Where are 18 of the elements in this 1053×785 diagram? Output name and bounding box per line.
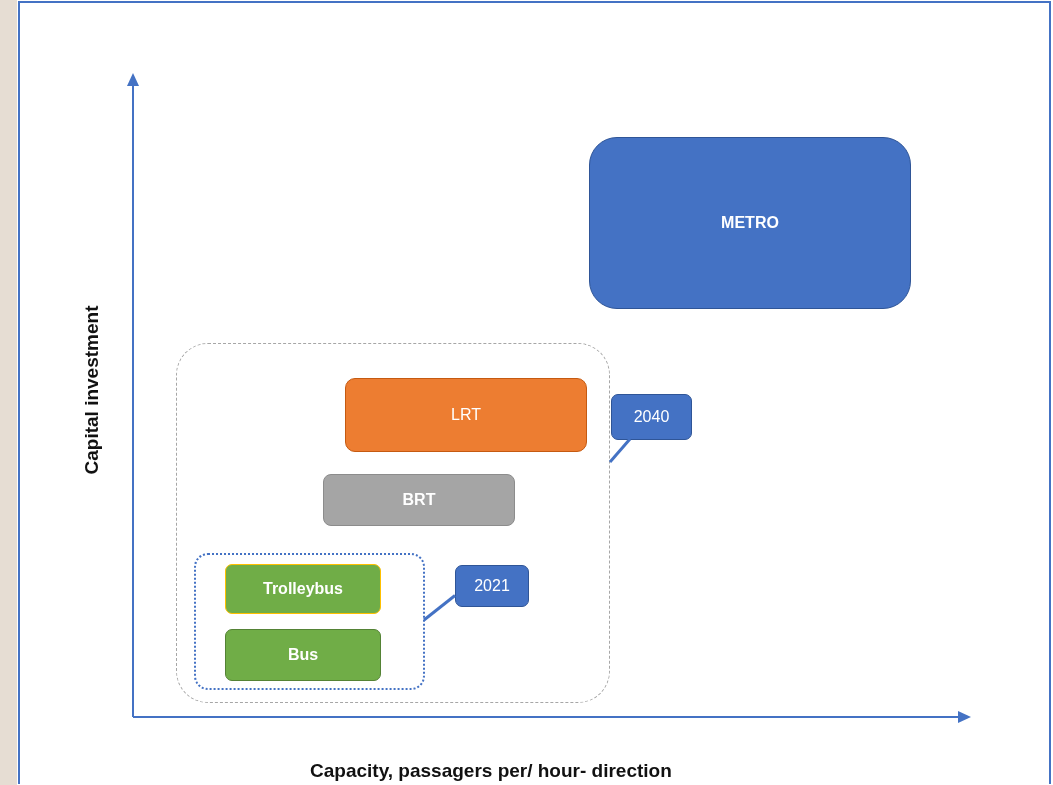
- brt-box: [323, 474, 515, 526]
- callout-bubble: [455, 565, 529, 607]
- box-label: BRT: [402, 491, 436, 509]
- callout-bubble: [611, 394, 692, 440]
- box-label: 2040: [633, 408, 670, 426]
- dashed-group-box: [176, 343, 610, 703]
- lrt-box: [345, 378, 587, 452]
- box-label: METRO: [721, 214, 779, 232]
- x-axis-title: Capacity, passagers per/ hour- direction: [310, 760, 672, 782]
- y-axis-title: Capital investment: [80, 305, 103, 475]
- dotted-group-box: [194, 553, 425, 690]
- metro-box: [589, 137, 911, 309]
- box-label: Trolleybus: [263, 580, 343, 598]
- box-label: LRT: [451, 406, 481, 424]
- bus-box: [225, 629, 381, 681]
- box-label: 2021: [474, 577, 510, 595]
- trolleybus-box: [225, 564, 381, 614]
- box-label: Bus: [287, 646, 319, 664]
